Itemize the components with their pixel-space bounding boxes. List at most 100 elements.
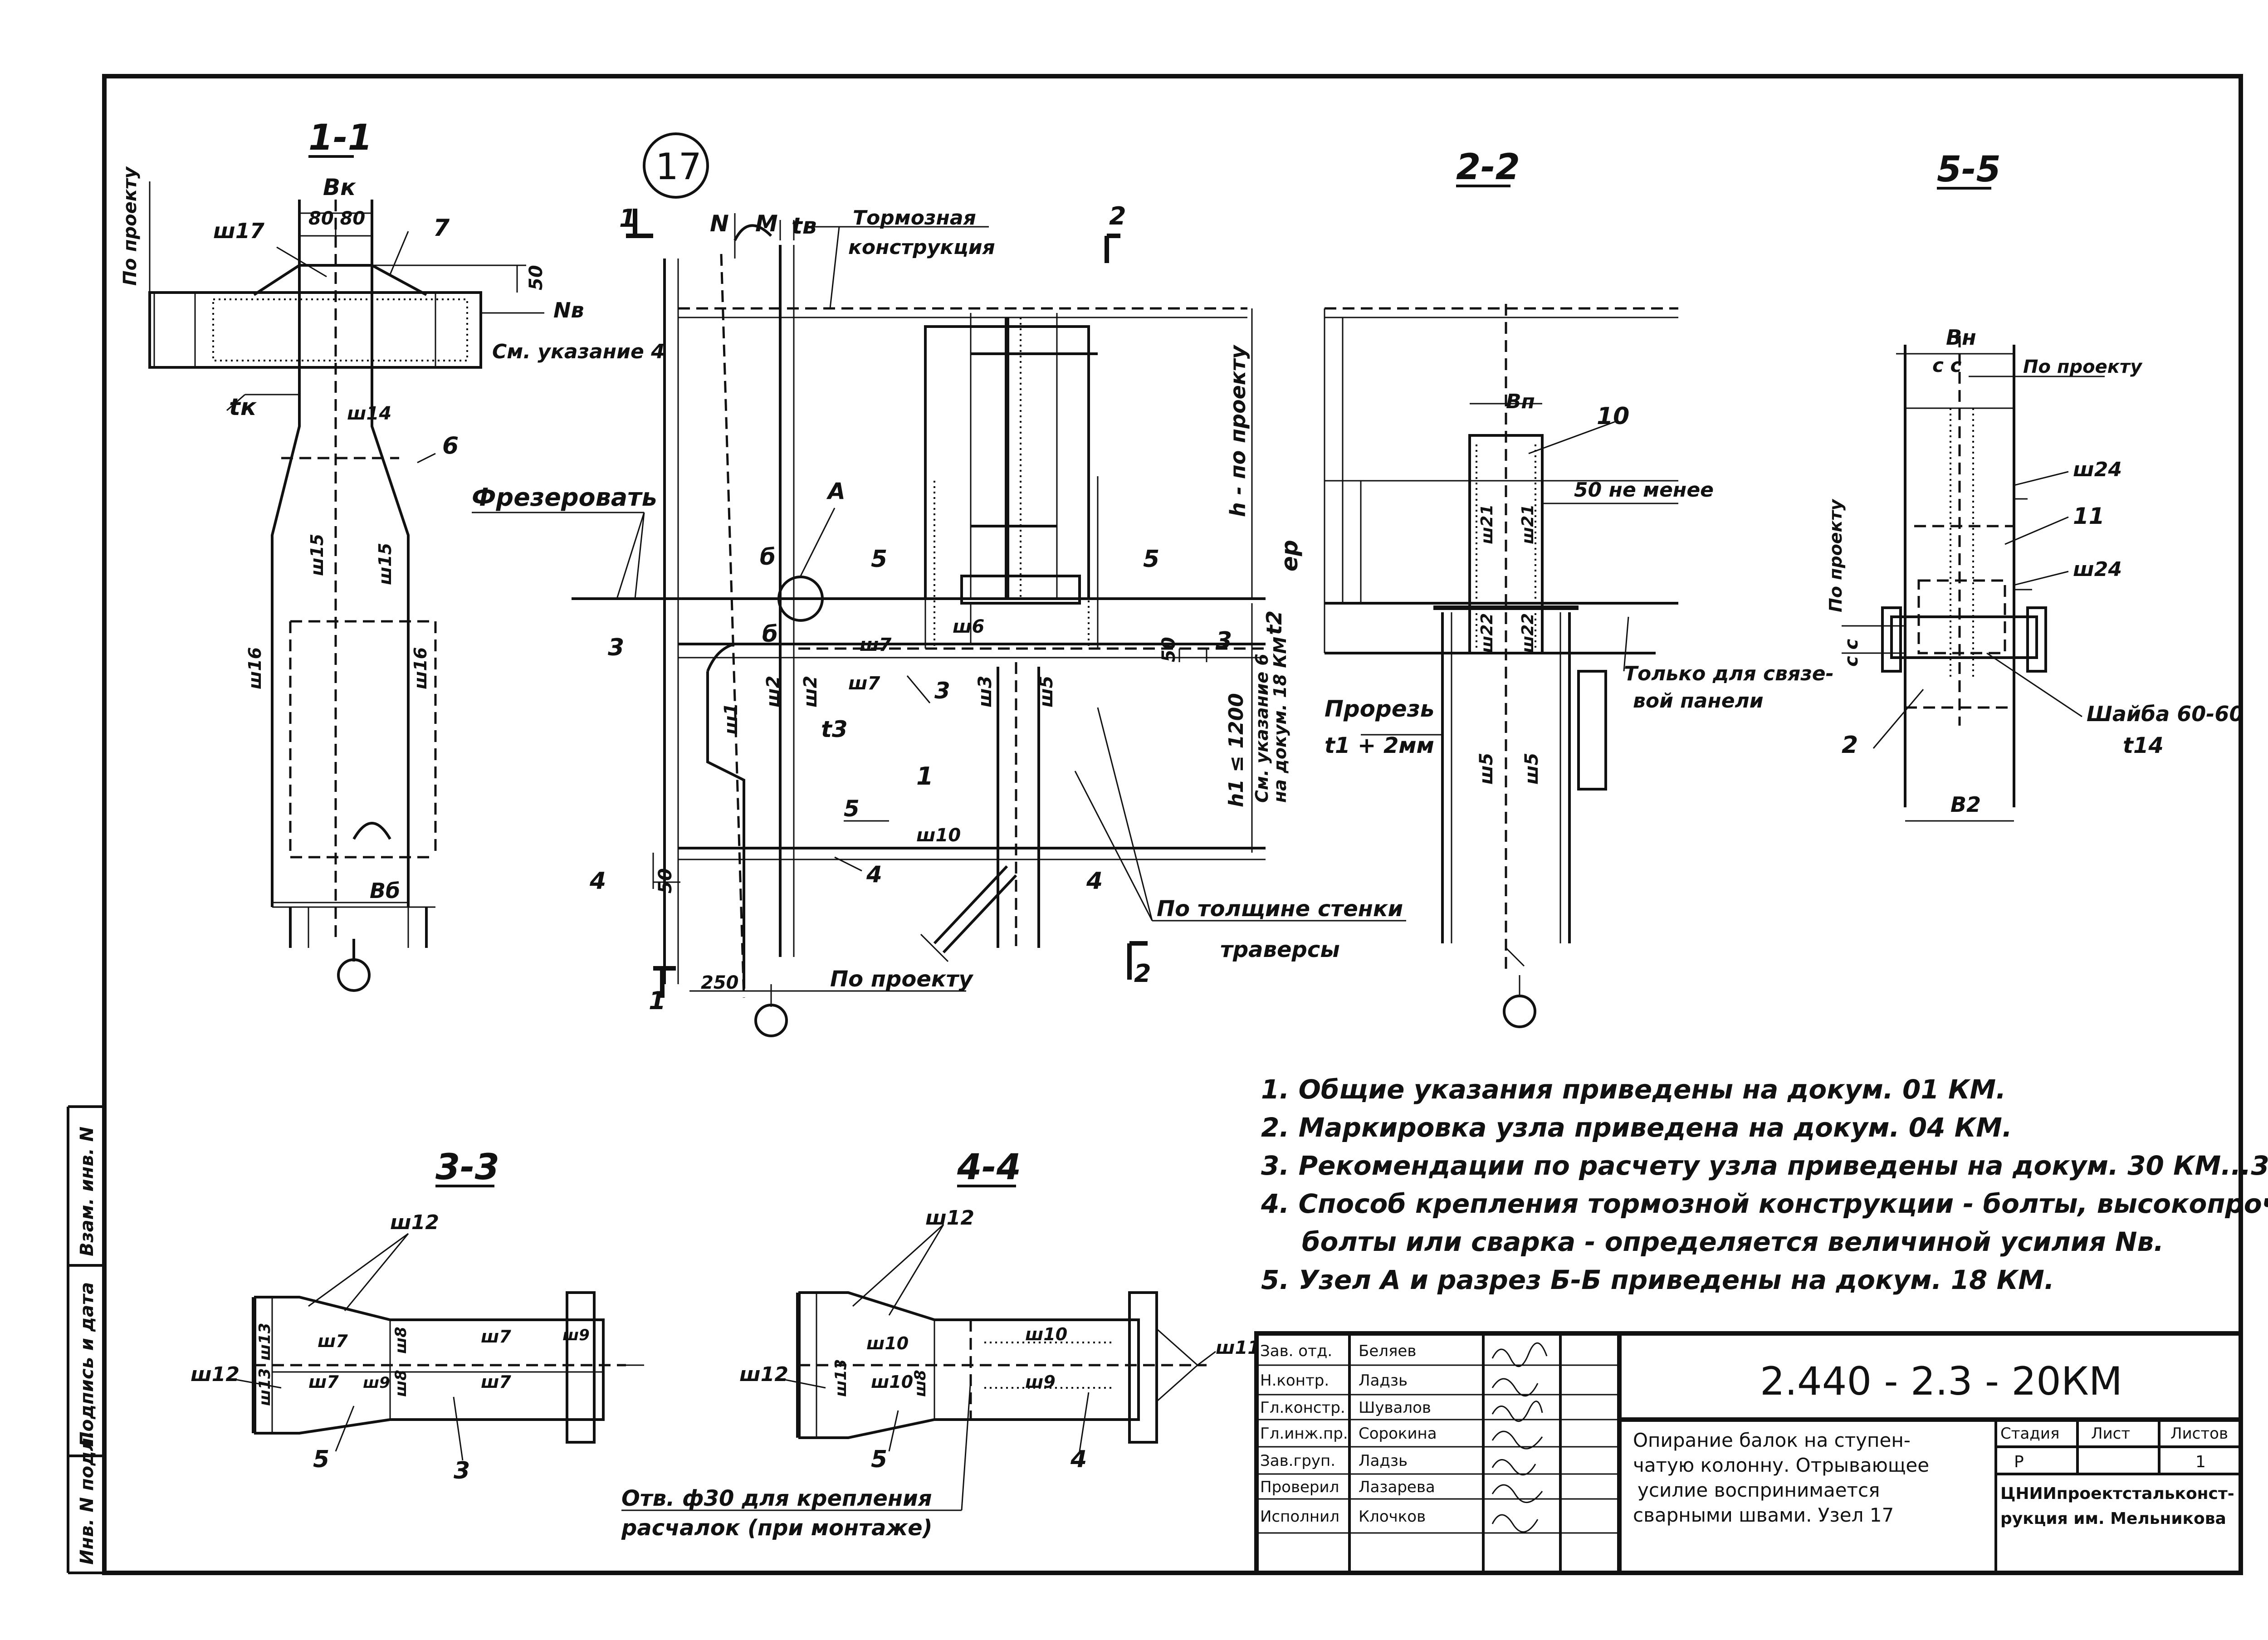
stamp-role-1: Зав. отд. bbox=[1260, 1342, 1332, 1360]
label-4: 4 bbox=[866, 861, 882, 888]
label-bk: Bк bbox=[323, 174, 356, 200]
node-number: 17 bbox=[655, 146, 702, 188]
note-3: 3. Рекомендации по расчету узла приведен… bbox=[1261, 1150, 2268, 1181]
stamp-title-3: усилие воспринимается bbox=[1637, 1479, 1880, 1501]
label-sh22b: ш22 bbox=[1519, 613, 1537, 653]
label-a: А bbox=[826, 478, 846, 504]
label-sh24: ш24 bbox=[2073, 458, 2122, 481]
note-1: 1. Общие указания приведены на докум. 01… bbox=[1261, 1074, 2006, 1105]
label-sh11: ш11 bbox=[1216, 1337, 1260, 1358]
label-sh7d: ш7 bbox=[308, 1372, 339, 1392]
stamp-role-6: Проверил bbox=[1260, 1478, 1339, 1496]
label-po-proektu-d: По проекту bbox=[1826, 498, 1846, 612]
label-po-proektu-b: По проекту bbox=[830, 966, 973, 992]
label-5c: 5 bbox=[871, 1446, 887, 1473]
label-sh9c: ш9 bbox=[1025, 1372, 1056, 1392]
stamp-sheets-header: Листов bbox=[2170, 1425, 2228, 1443]
label-5b: 5 bbox=[313, 1446, 329, 1473]
label-sh21b: ш21 bbox=[1519, 504, 1537, 544]
leader-frezerovat: Фрезеровать bbox=[472, 483, 657, 599]
label-11: 11 bbox=[2073, 503, 2105, 529]
label-t1: t1 + 2мм bbox=[1325, 733, 1434, 758]
section-title-2-2: 2-2 bbox=[1456, 147, 1520, 188]
label-sh2a: ш2 bbox=[763, 676, 784, 708]
label-sh16b: ш16 bbox=[411, 647, 430, 689]
label-otv2: расчалок (при монтаже) bbox=[621, 1515, 933, 1541]
note-4-continued: болты или сварка - определяется величино… bbox=[1261, 1223, 2259, 1261]
node-17-main-view: 17 bbox=[572, 132, 1406, 1037]
label-po-tolsch1: По толщине стенки bbox=[1157, 896, 1403, 922]
label-sh13a: ш13 bbox=[256, 1323, 274, 1361]
margin-inv-podl: Инв. N подл. bbox=[77, 1431, 98, 1565]
label-t14: t14 bbox=[2123, 733, 2164, 758]
label-sh15b: ш15 bbox=[375, 543, 395, 585]
label-6: 6 bbox=[442, 432, 459, 459]
label-sh6: ш6 bbox=[953, 616, 984, 637]
label-b6b: б bbox=[762, 621, 778, 647]
stamp-signatures bbox=[1491, 1342, 1548, 1533]
note-2: 2. Маркировка узла приведена на докум. 0… bbox=[1261, 1112, 2012, 1143]
general-notes: 1. Общие указания приведены на докум. 01… bbox=[1261, 1070, 2268, 1299]
label-sm-ukaz4: См. указание 4 bbox=[492, 340, 665, 363]
label-sh7b: ш7 bbox=[848, 673, 880, 694]
label-50b: 50 bbox=[1158, 637, 1179, 662]
label-cut2b: 2 bbox=[1134, 959, 1151, 988]
label-cut1c: 1 bbox=[916, 762, 934, 791]
section-4-4: 4-4 ш12 ш12 ш10 ш10 ш10 ш8 ш9 ш13 ш11 5 … bbox=[621, 1147, 1260, 1541]
label-po-proektu: По проекту bbox=[120, 166, 141, 286]
label-sh22a: ш22 bbox=[1478, 613, 1496, 653]
label-sh5a: ш5 bbox=[1036, 676, 1057, 708]
label-po-proektu-c: По проекту bbox=[2023, 356, 2143, 377]
stamp-name-2: Ладзь bbox=[1359, 1372, 1408, 1390]
stamp-role-4: Гл.инж.пр. bbox=[1260, 1425, 1348, 1443]
label-sh7a: ш7 bbox=[860, 635, 891, 655]
label-sh5b: ш5 bbox=[1476, 753, 1497, 785]
label-sh10: ш10 bbox=[916, 825, 961, 846]
section-title-3-3: 3-3 bbox=[435, 1147, 499, 1188]
section-title-5-5: 5-5 bbox=[1937, 149, 2001, 190]
label-sh7c: ш7 bbox=[318, 1331, 348, 1351]
sheet-frame bbox=[67, 74, 2243, 1575]
label-sh5c: ш5 bbox=[1521, 753, 1542, 785]
label-cc: c c bbox=[1932, 354, 1962, 376]
label-2: 2 bbox=[1842, 732, 1858, 759]
label-sh15a: ш15 bbox=[307, 534, 327, 576]
stamp-org-1: ЦНИИпроектстальконст- bbox=[2000, 1484, 2234, 1503]
label-cut1: 1 bbox=[619, 204, 636, 233]
section-title-4-4: 4-4 bbox=[957, 1147, 1021, 1188]
stamp-title-4: сварными швами. Узел 17 bbox=[1633, 1504, 1894, 1526]
stamp-sheet-header: Лист bbox=[2091, 1425, 2130, 1443]
label-sm-ukaz6a: См. указание 6 bbox=[1252, 654, 1272, 803]
stamp-role-2: Н.контр. bbox=[1260, 1372, 1329, 1390]
stamp-role-3: Гл.констр. bbox=[1260, 1399, 1345, 1417]
label-sh2b: ш2 bbox=[800, 676, 821, 708]
stamp-stage-header: Стадия bbox=[2000, 1425, 2059, 1443]
label-sh3: ш3 bbox=[975, 676, 996, 708]
label-cut5: 5 bbox=[871, 546, 887, 573]
stamp-name-7: Клочков bbox=[1359, 1508, 1426, 1526]
label-tormoz2: конструкция bbox=[848, 236, 995, 259]
label-cut5b: 5 bbox=[1143, 546, 1159, 573]
label-cut2: 2 bbox=[1109, 202, 1126, 230]
stamp-title-1: Опирание балок на ступен- bbox=[1633, 1429, 1911, 1451]
label-ce: c c bbox=[1841, 639, 1862, 667]
label-otv1: Отв. ф30 для крепления bbox=[621, 1486, 932, 1511]
label-tormoz1: Тормозная bbox=[853, 206, 976, 229]
section-3-3: 3-3 ш12 ш12 ш7 ш7 ш7 ш7 ш8 ш8 ш9 ш9 ш13 … bbox=[191, 1147, 644, 1484]
stamp-name-3: Шувалов bbox=[1359, 1399, 1431, 1417]
label-tolko1: Только для связе- bbox=[1624, 662, 1834, 685]
note-4: 4. Способ крепления тормозной конструкци… bbox=[1261, 1188, 2268, 1219]
section-2-2: 2-2 Bп 10 50 не менее ep bbox=[1276, 147, 1834, 1028]
label-10: 10 bbox=[1597, 403, 1629, 430]
label-sh7f: ш7 bbox=[481, 1372, 511, 1392]
label-cut1b: 1 bbox=[649, 986, 666, 1015]
stamp-stage-value: Р bbox=[2014, 1453, 2024, 1471]
label-t2: t2 bbox=[1262, 610, 1286, 635]
label-shaiba: Шайба 60-60 bbox=[2087, 702, 2244, 726]
label-3: 3 bbox=[934, 678, 950, 704]
section-5-5: 5-5 Вн c c По проекту ш24 11 ш24 По п bbox=[1826, 149, 2244, 822]
note-5: 5. Узел А и разрез Б-Б приведены на доку… bbox=[1261, 1264, 2054, 1295]
stamp-name-5: Ладзь bbox=[1359, 1452, 1408, 1470]
label-sh10a: ш10 bbox=[866, 1333, 909, 1353]
label-250: 250 bbox=[701, 972, 739, 993]
